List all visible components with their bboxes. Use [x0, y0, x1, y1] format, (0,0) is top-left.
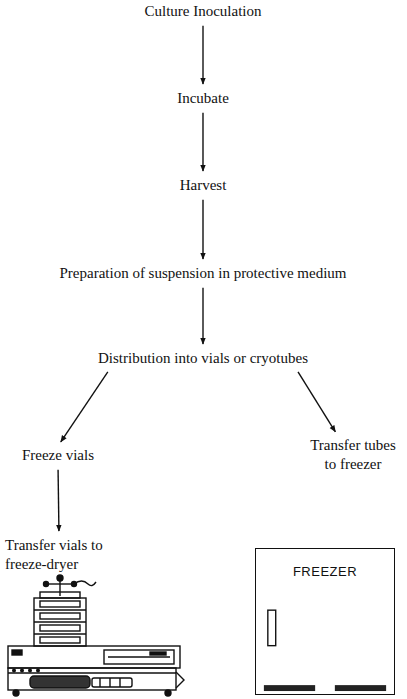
- step-label: Harvest: [180, 176, 227, 195]
- freezer-box: FREEZER: [255, 548, 395, 695]
- step-text: Freeze vials: [22, 446, 94, 465]
- step-label: Transfer vials to freeze-dryer: [5, 536, 125, 574]
- step-text: Preparation of suspension in protective …: [59, 264, 346, 283]
- step-label: Freeze vials: [22, 446, 94, 465]
- flow-arrow: [202, 200, 203, 259]
- step-label: Distribution into vials or cryotubes: [98, 349, 308, 368]
- flow-arrow: [202, 288, 203, 344]
- flow-arrow: [202, 113, 203, 171]
- step-label: Culture Inoculation: [144, 2, 261, 21]
- freezer-label: FREEZER: [256, 549, 394, 580]
- step-text: Transfer tubes to freezer: [303, 436, 403, 474]
- step-text: Transfer vials to freeze-dryer: [5, 536, 125, 574]
- step-text: Culture Inoculation: [144, 2, 261, 21]
- step-text: Incubate: [177, 89, 229, 108]
- step-label: Incubate: [177, 89, 229, 108]
- flow-arrow: [57, 470, 59, 531]
- step-label: Preparation of suspension in protective …: [59, 264, 346, 283]
- step-label: Transfer tubes to freezer: [303, 436, 403, 474]
- step-text: Harvest: [180, 176, 227, 195]
- step-text: Distribution into vials or cryotubes: [98, 349, 308, 368]
- flow-arrow: [202, 26, 203, 84]
- flow-arrow: [298, 372, 335, 432]
- flow-arrow: [61, 372, 108, 442]
